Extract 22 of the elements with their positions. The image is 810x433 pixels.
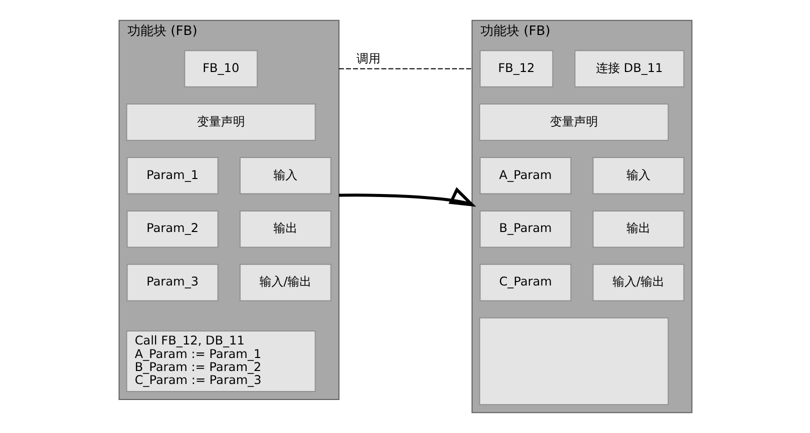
node-box: 变量声明 [478,104,668,141]
node-box: 输入/输出 [239,264,331,302]
node-box: A_Param [479,157,571,194]
node-box: Call FB_12, DB_11 A_Param := Param_1 B_Param := Param_2 C_Param := Param_3 [126,330,316,392]
node-box: Param_1 [126,157,218,194]
arrow [338,187,476,207]
node-box: 输出 [239,210,331,248]
node-box: 输入 [239,157,331,194]
edge-label: 调用 [356,51,380,66]
connector [338,68,472,70]
node-box: FB_12 [479,50,553,88]
node-box: C_Param [479,264,571,302]
node-box: Param_2 [126,210,218,248]
node-box: 连接 DB_11 [574,50,684,88]
node-box: FB_10 [184,50,258,88]
node-box: B_Param [479,210,571,248]
node-box: 输入 [592,157,684,194]
node-box [478,317,668,406]
node-box: 输入/输出 [592,264,684,302]
node-box: Param_3 [126,264,218,302]
node-box: 变量声明 [126,104,316,141]
node-box: 输出 [592,210,684,248]
